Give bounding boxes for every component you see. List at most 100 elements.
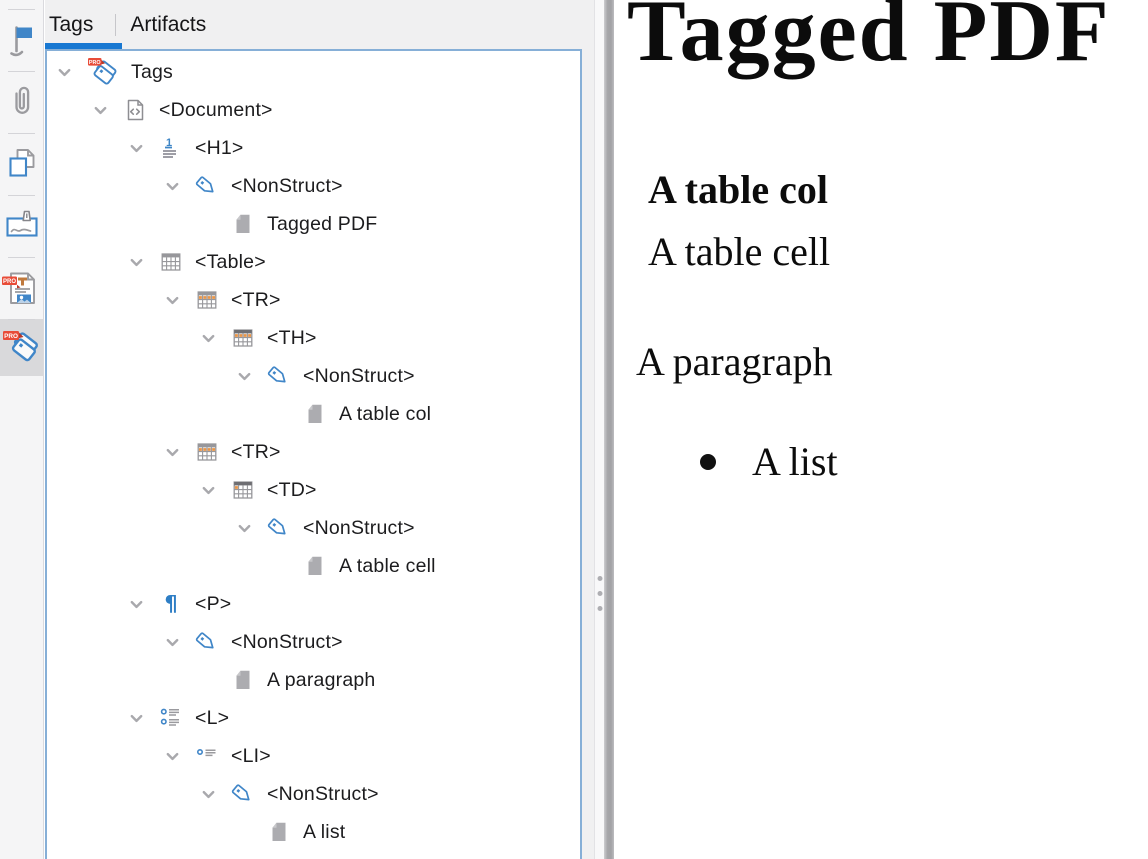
copy-pages-icon[interactable] (0, 133, 43, 195)
splitter-drag-handle-icon[interactable] (597, 576, 602, 611)
svg-text:1: 1 (166, 137, 172, 149)
tags-pro-large-icon[interactable]: PRO (0, 319, 43, 376)
tree-row-li[interactable]: <LI> (47, 737, 580, 775)
table-row-icon (195, 287, 219, 313)
tree-row-table[interactable]: <Table> (47, 243, 580, 281)
tree-row-nonstruct[interactable]: <NonStruct> (47, 357, 580, 395)
pilcrow-icon: ¶ (159, 591, 183, 617)
tree-row-tr[interactable]: <TR> (47, 281, 580, 319)
svg-text:¶: ¶ (164, 592, 177, 616)
tree-row-tags[interactable]: PRO Tags (47, 53, 580, 91)
chevron-down-icon[interactable] (161, 441, 183, 463)
chevron-down-icon[interactable] (161, 175, 183, 197)
paperclip-icon[interactable] (0, 71, 43, 133)
tab-bar: Tags Artifacts (45, 0, 594, 49)
tree-row-nonstruct[interactable]: <NonStruct> (47, 623, 580, 661)
doc-table-header: A table col (648, 167, 828, 212)
chevron-down-icon[interactable] (125, 707, 147, 729)
tree-row-p[interactable]: ¶ <P> (47, 585, 580, 623)
flag-icon[interactable] (0, 9, 43, 71)
tree-row-label: <H1> (195, 136, 244, 159)
tree-row-label: <LI> (231, 744, 271, 767)
tree-row-label: A table cell (339, 554, 436, 577)
tags-panel: Tags Artifacts PRO Tags <Document> 1 <H1… (45, 0, 594, 859)
tree-row-tagged-pdf[interactable]: Tagged PDF (47, 205, 580, 243)
panel-splitter[interactable] (594, 0, 604, 859)
table-cell-icon (231, 477, 255, 503)
chevron-down-icon[interactable] (161, 631, 183, 653)
tree-row-label: <Table> (195, 250, 266, 273)
tab-tags[interactable]: Tags (49, 12, 94, 36)
chevron-down-icon[interactable] (125, 251, 147, 273)
tree-row-th[interactable]: <TH> (47, 319, 580, 357)
page-content-icon (231, 667, 255, 693)
tree-row-nonstruct[interactable]: <NonStruct> (47, 509, 580, 547)
tree-row-label: A paragraph (267, 668, 376, 691)
tree-row-label: <TR> (231, 440, 281, 463)
tree-row-a-list[interactable]: A list (47, 813, 580, 851)
tree-row-label: <NonStruct> (303, 516, 415, 539)
tree-row-document[interactable]: <Document> (47, 91, 580, 129)
tree-row-label: Tags (131, 60, 173, 83)
tag-icon (195, 629, 219, 655)
tree-row-label: <NonStruct> (231, 174, 343, 197)
active-tab-underline (45, 43, 122, 49)
list-bullet-icon (700, 453, 716, 470)
tree-row-label: A table col (339, 402, 432, 425)
chevron-down-icon[interactable] (197, 327, 219, 349)
doc-heading: Tagged PDF (627, 0, 1111, 80)
chevron-down-icon[interactable] (233, 365, 255, 387)
chevron-down-icon[interactable] (161, 289, 183, 311)
tree-row-tr[interactable]: <TR> (47, 433, 580, 471)
tree-row-a-table-col[interactable]: A table col (47, 395, 580, 433)
chevron-down-icon[interactable] (161, 745, 183, 767)
pdf-page[interactable]: Tagged PDF A table col A table cell A pa… (614, 0, 1148, 859)
tag-icon (195, 173, 219, 199)
doc-list-text: A list (752, 439, 838, 484)
chevron-down-icon[interactable] (125, 137, 147, 159)
table-row-icon (195, 439, 219, 465)
page-content-icon (267, 819, 291, 845)
page-content-icon (303, 401, 327, 427)
list-icon (159, 705, 183, 731)
page-edge-bar (604, 0, 614, 859)
tree-row-label: <P> (195, 592, 232, 615)
chevron-down-icon[interactable] (233, 517, 255, 539)
tree-row-l[interactable]: <L> (47, 699, 580, 737)
chevron-down-icon[interactable] (197, 479, 219, 501)
table-header-icon (231, 325, 255, 351)
chevron-down-icon[interactable] (89, 99, 111, 121)
tree-row-label: <TR> (231, 288, 281, 311)
tree-row-h1[interactable]: 1 <H1> (47, 129, 580, 167)
tree-row-nonstruct[interactable]: <NonStruct> (47, 775, 580, 813)
tree-row-label: <NonStruct> (231, 630, 343, 653)
tree-row-label: <Document> (159, 98, 273, 121)
chevron-down-icon[interactable] (125, 593, 147, 615)
document-image-pro-icon[interactable]: PRO (0, 257, 43, 319)
tree-row-td[interactable]: <TD> (47, 471, 580, 509)
tree-row-label: <TD> (267, 478, 317, 501)
tree-row-label: <NonStruct> (303, 364, 415, 387)
tab-artifacts[interactable]: Artifacts (130, 12, 207, 36)
doc-list-item: A list (700, 438, 838, 485)
tree-row-label: <L> (195, 706, 230, 729)
tree-row-label: <NonStruct> (267, 782, 379, 805)
heading1-icon: 1 (159, 135, 183, 161)
tree-row-label: A list (303, 820, 346, 843)
tree-row-a-paragraph[interactable]: A paragraph (47, 661, 580, 699)
chevron-down-icon[interactable] (53, 61, 75, 83)
chevron-down-icon[interactable] (197, 783, 219, 805)
table-icon (159, 249, 183, 275)
doc-paragraph: A paragraph (636, 339, 833, 384)
tree-row-nonstruct[interactable]: <NonStruct> (47, 167, 580, 205)
sidebar: PRO PRO (0, 0, 44, 859)
tag-icon (267, 515, 291, 541)
signature-icon[interactable] (0, 195, 43, 257)
svg-text:PRO: PRO (2, 279, 15, 285)
tag-icon (267, 363, 291, 389)
tree-row-a-table-cell[interactable]: A table cell (47, 547, 580, 585)
tree-row-label: <TH> (267, 326, 317, 349)
code-document-icon (123, 97, 147, 123)
svg-text:PRO: PRO (89, 60, 101, 66)
tags-tree[interactable]: PRO Tags <Document> 1 <H1> <NonStruct> T… (45, 49, 582, 859)
